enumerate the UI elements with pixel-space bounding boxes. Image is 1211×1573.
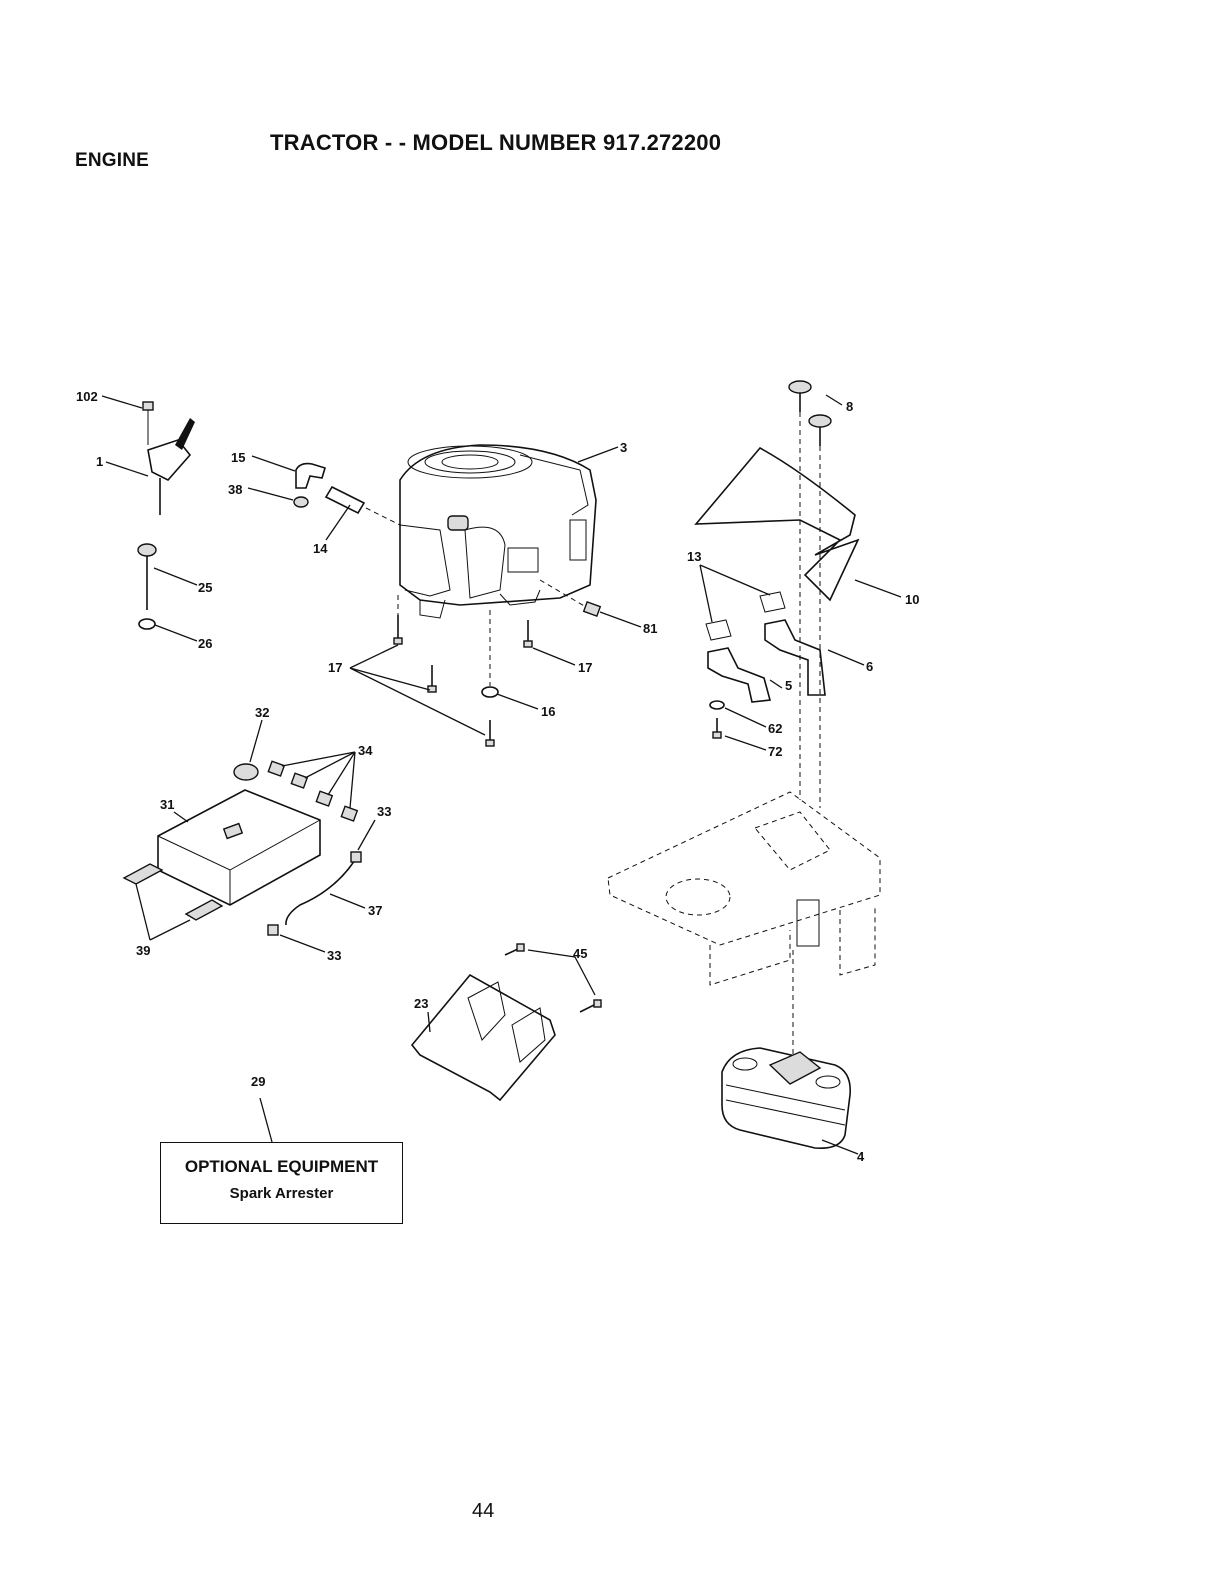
engine-part	[400, 445, 596, 618]
callout-16: 16	[541, 704, 555, 719]
callout-72: 72	[768, 744, 782, 759]
callout-13: 13	[687, 549, 701, 564]
callout-6: 6	[866, 659, 873, 674]
spark-arrester-label: Spark Arrester	[161, 1185, 402, 1202]
muffler-part	[722, 1048, 850, 1148]
callout-14: 14	[313, 541, 328, 556]
callout-102: 102	[76, 389, 98, 404]
callout-45: 45	[573, 946, 587, 961]
callout-1: 1	[96, 454, 103, 469]
bolt-part	[138, 544, 156, 629]
callout-26: 26	[198, 636, 212, 651]
nut-part	[584, 602, 601, 616]
elbow-fitting-part	[294, 464, 400, 525]
callout-31: 31	[160, 797, 174, 812]
callout-25: 25	[198, 580, 212, 595]
callout-33-top: 33	[377, 804, 391, 819]
callout-38: 38	[228, 482, 242, 497]
callout-32: 32	[255, 705, 269, 720]
mounting-bolt-parts	[394, 595, 532, 746]
callout-5: 5	[785, 678, 792, 693]
callout-81: 81	[643, 621, 657, 636]
callout-10: 10	[905, 592, 919, 607]
foam-pad-parts	[124, 864, 222, 920]
callout-37: 37	[368, 903, 382, 918]
throttle-control-part	[143, 402, 195, 515]
air-cleaner-cover-part	[158, 761, 357, 905]
callout-8: 8	[846, 399, 853, 414]
callout-4: 4	[857, 1149, 865, 1164]
optional-equipment-box: OPTIONAL EQUIPMENT Spark Arrester	[160, 1142, 403, 1224]
callout-39: 39	[136, 943, 150, 958]
callout-33-bottom: 33	[327, 948, 341, 963]
callout-15: 15	[231, 450, 245, 465]
callout-3: 3	[620, 440, 627, 455]
callout-62: 62	[768, 721, 782, 736]
callout-23: 23	[414, 996, 428, 1011]
callout-17-left: 17	[328, 660, 342, 675]
optional-equipment-title: OPTIONAL EQUIPMENT	[161, 1157, 402, 1177]
callout-34: 34	[358, 743, 373, 758]
page-number: 44	[472, 1500, 494, 1523]
tractor-frame	[608, 792, 880, 1055]
exhaust-pipe-parts	[706, 592, 825, 738]
breather-hose-part	[268, 852, 361, 935]
callout-17-right: 17	[578, 660, 592, 675]
engine-shield-part	[412, 944, 601, 1100]
callout-29: 29	[251, 1074, 265, 1089]
